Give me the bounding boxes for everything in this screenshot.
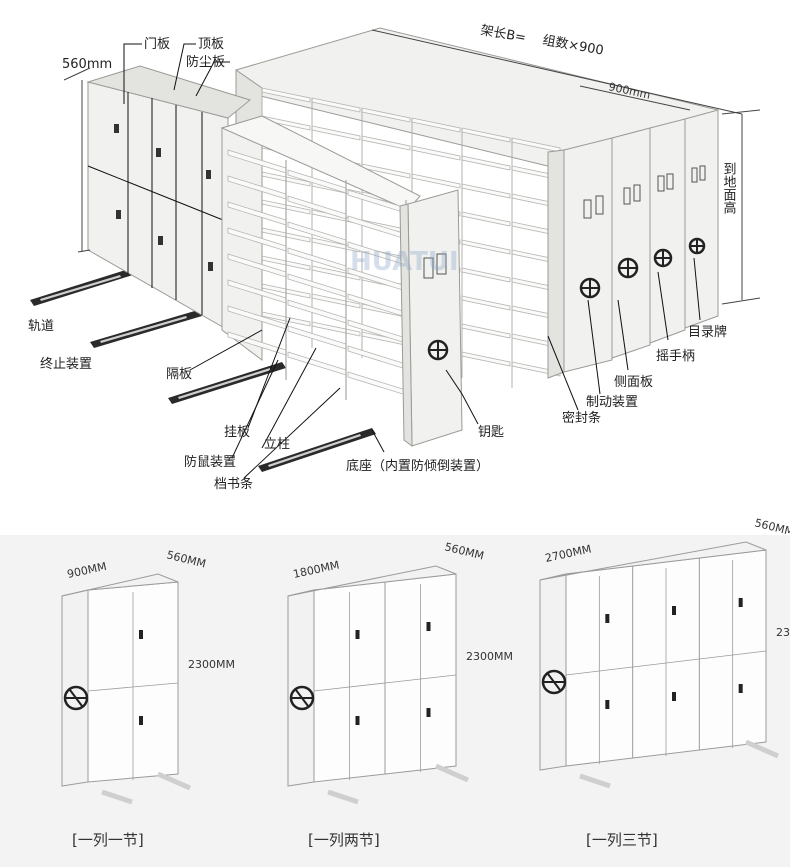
label-door-panel: 门板: [144, 37, 170, 52]
crank-wheel-icon: [63, 685, 89, 711]
label-hang-plate: 挂板: [224, 425, 250, 440]
lock-icon: [605, 614, 610, 623]
label-depth: 560mm: [62, 57, 112, 72]
label-side-panel: 侧面板: [614, 375, 653, 390]
lock-icon: [355, 716, 360, 725]
dimension-height: 2300MM: [188, 658, 235, 671]
label-base: 底座（内置防倾倒装置）: [346, 458, 489, 474]
floor-tracks: [30, 268, 376, 472]
leader-lines: [123, 43, 701, 479]
lock-icon: [672, 692, 676, 701]
label-crank: 摇手柄: [656, 349, 695, 364]
watermark-text: HUATUI: [350, 247, 459, 277]
crank-wheel-icon: [289, 685, 315, 711]
shelf-config-unit: 2700MM560MM2300MM[一列三节]: [539, 516, 790, 849]
crank-handle-icons: [427, 237, 706, 361]
top-diagram: HUATUI: [28, 23, 761, 492]
label-rodent-device: 防鼠装置: [184, 454, 236, 470]
label-stop-device: 终止装置: [40, 356, 92, 372]
label-upright: 立柱: [264, 437, 290, 452]
lock-icon: [355, 630, 360, 639]
label-key: 钥匙: [478, 425, 504, 440]
label-seal-strip: 密封条: [562, 410, 601, 426]
lock-icon: [139, 716, 143, 725]
label-top-panel: 顶板: [198, 37, 224, 52]
lock-icon: [738, 598, 743, 607]
label-rack-length: 架长B=: [479, 23, 527, 46]
dimension-height: 2300MM: [776, 626, 790, 639]
catalog-plates: [583, 165, 706, 219]
lock-icon: [738, 684, 743, 693]
lock-icon: [426, 708, 431, 717]
dimension-lines: [63, 29, 761, 305]
label-partition: 隔板: [166, 367, 192, 382]
dimension-height: 2300MM: [466, 650, 513, 663]
lock-icon: [426, 622, 431, 631]
label-catalog-plate: 目录牌: [688, 324, 727, 340]
label-height-to-ground: 到地面高: [721, 162, 737, 214]
config-caption: [一列两节]: [308, 831, 380, 849]
config-caption: [一列一节]: [72, 831, 144, 849]
label-track: 轨道: [28, 319, 54, 334]
lock-icon: [672, 606, 676, 615]
label-file-strip: 档书条: [214, 476, 253, 492]
config-caption: [一列三节]: [586, 831, 658, 849]
label-dust-panel: 防尘板: [186, 54, 225, 70]
front-open-shelving: [220, 115, 463, 448]
lock-icon: [139, 630, 143, 639]
part-labels: 560mm 门板 顶板 防尘板 架长B= 组数×900 900mm 到地面高 轨…: [28, 23, 736, 492]
label-group-count: 组数×900: [541, 33, 604, 58]
label-brake-device: 制动装置: [586, 395, 638, 410]
crank-wheel-icon: [541, 669, 567, 695]
lock-icon: [605, 700, 610, 709]
